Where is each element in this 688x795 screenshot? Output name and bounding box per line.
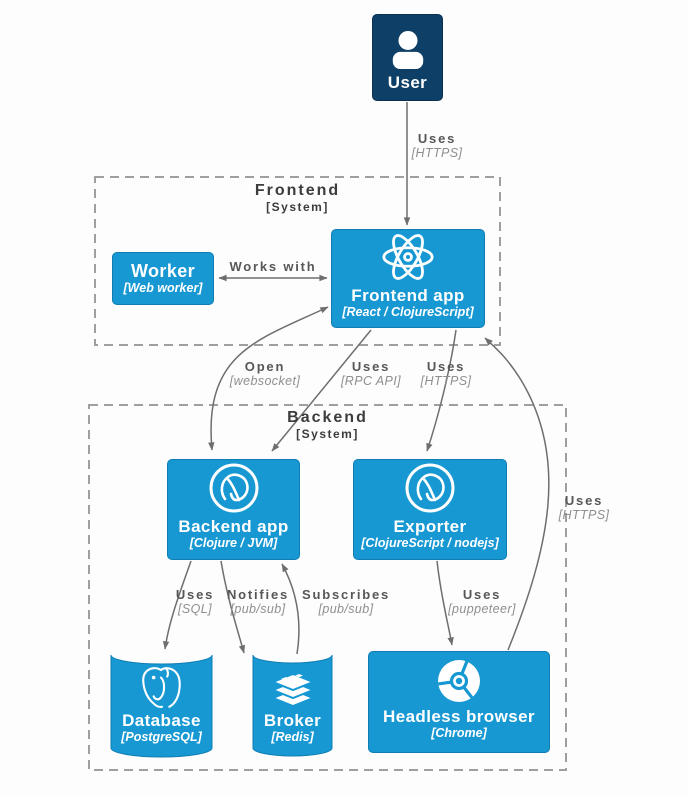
node-subtitle: [ClojureScript / nodejs] [361,536,499,550]
person-icon [392,30,423,70]
edge-label-puppeteer: Uses [puppeteer] [448,587,516,616]
node-subtitle: [PostgreSQL] [121,730,202,744]
clojure-icon [405,463,455,513]
edge-headless-frontend [484,337,550,651]
backend-boundary [88,404,567,771]
node-title: User [387,73,428,92]
edge-frontend-backend-rpc [271,329,372,452]
clojure-icon [209,463,258,513]
edge-backend-database [162,560,192,650]
edge-label-subscribes: Subscribes [pub/sub] [302,587,391,616]
edge-backend-broker-notifies [220,560,246,654]
edge-label-user-https: Uses [HTTPS] [411,131,463,160]
edge-exporter-headless [436,560,454,646]
edge-label-works-with: Works with [229,259,317,274]
backend-boundary-label: Backend [System] [89,408,566,441]
database-node: Database [PostgreSQL] [110,653,213,758]
node-subtitle: [Chrome] [431,726,487,740]
postgresql-icon [141,667,181,709]
node-title: Headless browser [383,707,535,726]
node-title: Exporter [393,517,467,536]
boundary-title: Frontend [254,182,341,199]
edge-frontend-backend-websocket [208,306,329,451]
boundary-subtitle: [System] [266,200,329,214]
edge-frontend-exporter [426,329,457,452]
node-title: Frontend app [351,286,465,305]
node-subtitle: [Redis] [271,730,314,744]
frontend-app-node: Frontend app [React / ClojureScript] [331,229,485,328]
edge-label-notifies: Notifies [pub/sub] [226,587,290,616]
worker-node: Worker [Web worker] [112,252,214,305]
headless-browser-node: Headless browser [Chrome] [368,651,550,753]
node-title: Database [122,711,201,730]
edge-label-open-websocket: Open [websocket] [229,359,301,388]
node-title: Backend app [178,517,289,536]
edge-label-rpc-api: Uses [RPC API] [340,359,402,388]
node-title: Broker [263,711,322,730]
redis-icon [269,672,316,708]
boundary-subtitle: [System] [296,427,359,441]
node-subtitle: [React / ClojureScript] [342,305,474,319]
node-title: Worker [130,260,196,281]
frontend-boundary-label: Frontend [System] [95,181,500,214]
frontend-boundary [94,176,501,346]
node-subtitle: [Web worker] [123,280,203,295]
chrome-icon [437,660,480,702]
exporter-node: Exporter [ClojureScript / nodejs] [353,459,507,560]
edge-label-exporter-https: Uses [HTTPS] [420,359,472,388]
broker-node: Broker [Redis] [252,653,333,758]
boundary-title: Backend [287,409,368,426]
edge-broker-backend-subscribes [281,563,300,655]
edge-label-sql: Uses [SQL] [175,587,215,616]
edge-label-headless-https: Uses [HTTPS] [558,493,610,522]
backend-app-node: Backend app [Clojure / JVM] [167,459,300,560]
react-icon [382,234,434,280]
node-subtitle: [Clojure / JVM] [189,536,278,550]
user-node: User [372,14,443,101]
